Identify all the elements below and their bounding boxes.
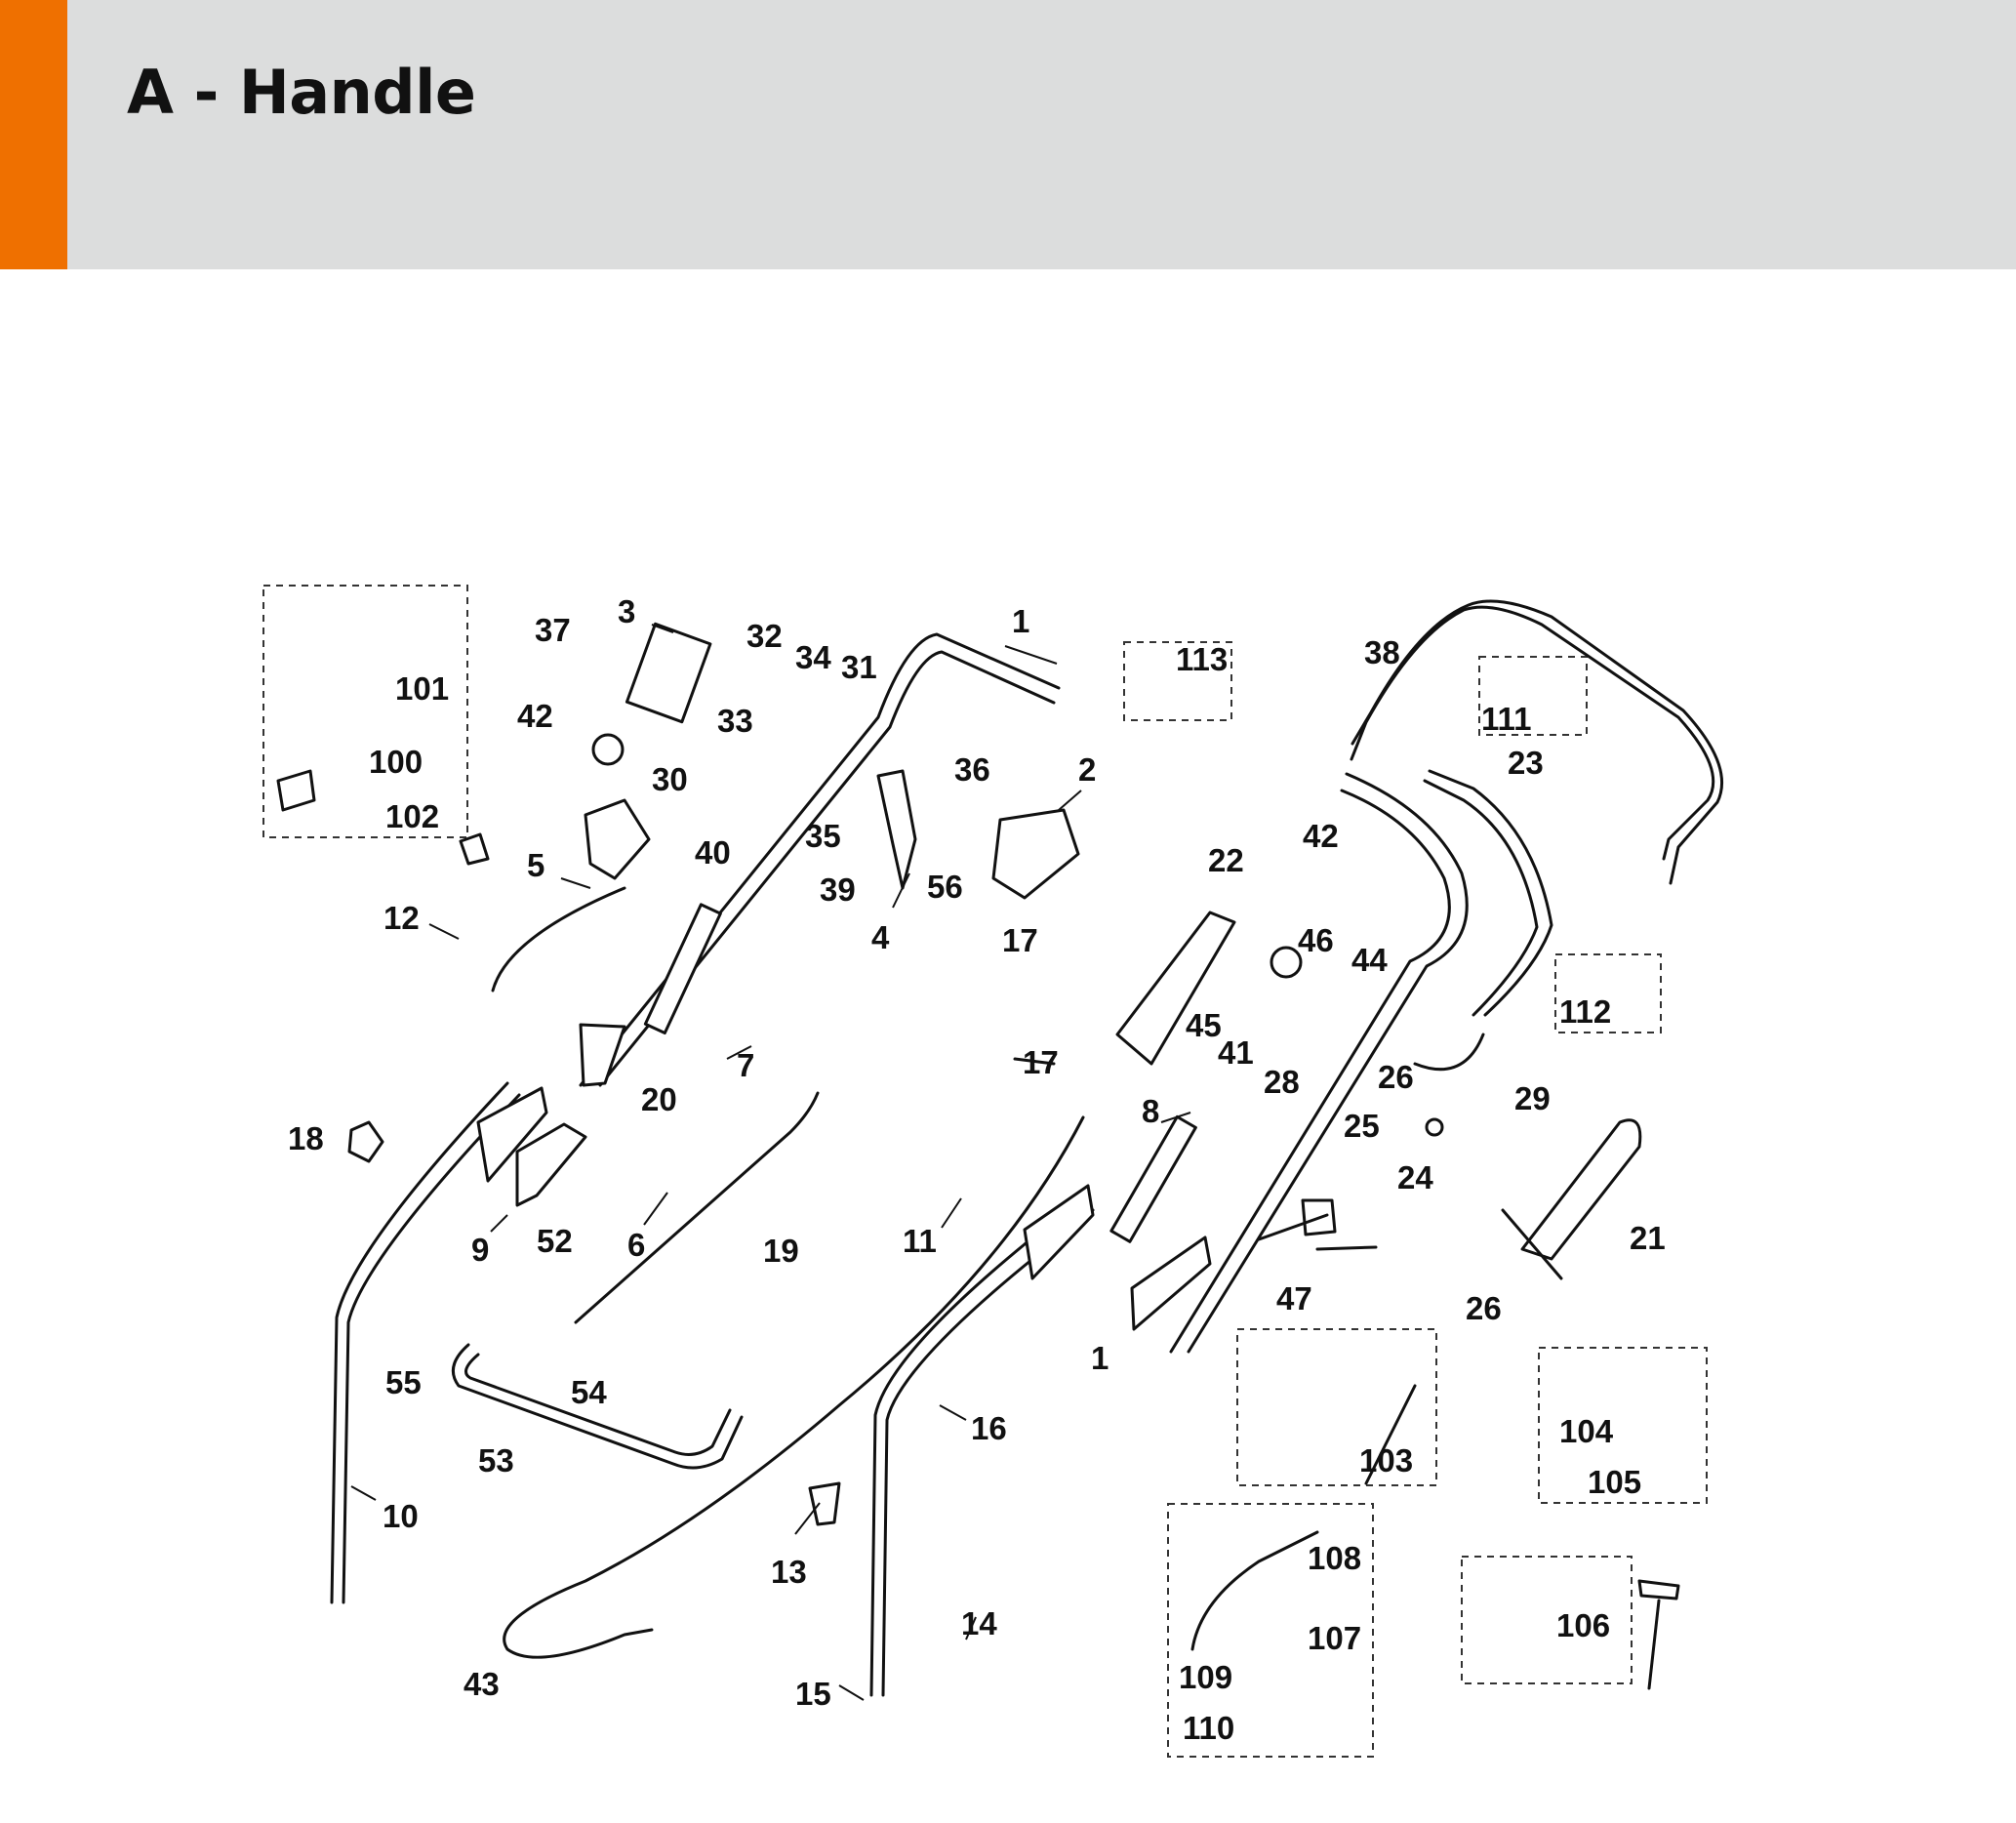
part-label: 38 xyxy=(1364,634,1400,670)
cable-43 xyxy=(503,1115,1085,1659)
part-label: 21 xyxy=(1630,1220,1666,1256)
part-label: 7 xyxy=(737,1047,754,1083)
part-label: 102 xyxy=(385,798,439,834)
option-box-100-102 xyxy=(262,585,468,838)
part-label: 2 xyxy=(1078,751,1096,788)
part-label: 109 xyxy=(1179,1659,1232,1695)
upper-handle-left xyxy=(579,632,1061,1087)
part-label: 20 xyxy=(641,1081,677,1117)
part-label: 55 xyxy=(385,1364,422,1400)
part-label: 100 xyxy=(369,744,423,780)
misc-small-parts xyxy=(276,622,1680,1690)
part-label: 108 xyxy=(1308,1540,1361,1576)
part-label: 1 xyxy=(1091,1340,1109,1376)
part-label: 18 xyxy=(288,1120,324,1156)
lower-handle-left xyxy=(330,1081,548,1604)
part-label: 28 xyxy=(1264,1064,1300,1100)
option-box-113 xyxy=(1123,641,1232,721)
part-label: 23 xyxy=(1508,745,1544,781)
part-label: 112 xyxy=(1559,993,1611,1030)
part-label: 1 xyxy=(1012,603,1029,639)
part-label: 22 xyxy=(1208,842,1244,878)
part-label: 103 xyxy=(1359,1442,1413,1479)
part-label: 113 xyxy=(1176,641,1228,677)
part-label: 24 xyxy=(1397,1159,1433,1195)
part-label: 54 xyxy=(571,1374,607,1410)
part-label: 39 xyxy=(820,871,856,908)
part-label: 15 xyxy=(795,1676,831,1712)
part-label: 106 xyxy=(1556,1607,1610,1643)
part-label: 6 xyxy=(627,1227,645,1263)
part-label: 11 xyxy=(903,1223,937,1259)
accent-bar xyxy=(0,0,67,269)
cable-19 xyxy=(574,1091,820,1324)
part-label: 30 xyxy=(652,761,688,797)
leader-lines xyxy=(350,624,1191,1701)
part-label: 25 xyxy=(1344,1108,1380,1144)
part-label: 9 xyxy=(471,1232,489,1268)
part-label: 44 xyxy=(1351,942,1388,978)
part-label: 111 xyxy=(1481,701,1531,737)
part-label: 42 xyxy=(517,698,553,734)
part-label: 52 xyxy=(537,1223,573,1259)
part-label: 42 xyxy=(1303,818,1339,854)
part-label: 19 xyxy=(763,1233,799,1269)
upper-handle-right xyxy=(1130,772,1469,1354)
part-label: 32 xyxy=(746,618,783,654)
cable-5 xyxy=(491,798,651,993)
part-label: 36 xyxy=(954,751,990,788)
part-label: 13 xyxy=(771,1554,807,1590)
part-label: 3 xyxy=(618,593,635,629)
bail-lever-38 xyxy=(1350,599,1724,885)
part-label: 16 xyxy=(971,1410,1007,1446)
part-label: 26 xyxy=(1378,1059,1414,1095)
part-label: 8 xyxy=(1142,1093,1159,1129)
part-label: 26 xyxy=(1466,1290,1502,1326)
bar-23 xyxy=(1423,769,1553,1017)
part-label: 56 xyxy=(927,869,963,905)
part-label: 104 xyxy=(1559,1413,1614,1449)
part-label: 33 xyxy=(717,703,753,739)
part-label: 40 xyxy=(695,834,731,871)
option-box-112 xyxy=(1554,953,1662,1033)
part-label: 53 xyxy=(478,1442,514,1479)
header-banner: A - Handle xyxy=(0,0,2016,269)
page-title: A - Handle xyxy=(127,57,476,128)
part-label: 14 xyxy=(961,1605,997,1641)
part-label: 43 xyxy=(464,1666,500,1702)
option-box-106 xyxy=(1461,1556,1633,1684)
part-label: 35 xyxy=(805,818,841,854)
part-labels: 1 2 3 4 5 6 7 8 9 10 11 12 13 14 15 16 1… xyxy=(288,593,1666,1746)
part-label: 110 xyxy=(1183,1710,1234,1746)
part-label: 46 xyxy=(1298,922,1334,958)
part-label: 4 xyxy=(871,919,890,955)
cross-bar-53 xyxy=(451,1343,744,1470)
part-label: 45 xyxy=(1186,1007,1222,1043)
part-label: 17 xyxy=(1002,922,1038,958)
part-label: 10 xyxy=(383,1498,419,1534)
part-label: 12 xyxy=(383,900,420,936)
part-label: 34 xyxy=(795,639,831,675)
option-box-111 xyxy=(1478,656,1588,736)
part-label: 41 xyxy=(1218,1034,1254,1071)
part-label: 17 xyxy=(1023,1044,1059,1080)
part-label: 47 xyxy=(1276,1280,1312,1317)
part-label: 31 xyxy=(841,649,877,685)
part-label: 37 xyxy=(535,612,571,648)
part-label: 101 xyxy=(395,670,449,707)
part-label: 107 xyxy=(1308,1620,1361,1656)
part-label: 5 xyxy=(527,847,544,883)
lower-handle-right xyxy=(869,1184,1095,1697)
option-box-104-105 xyxy=(1538,1347,1708,1504)
part-label: 105 xyxy=(1588,1464,1641,1500)
part-label: 29 xyxy=(1514,1080,1551,1116)
option-box-107-110 xyxy=(1167,1503,1374,1758)
